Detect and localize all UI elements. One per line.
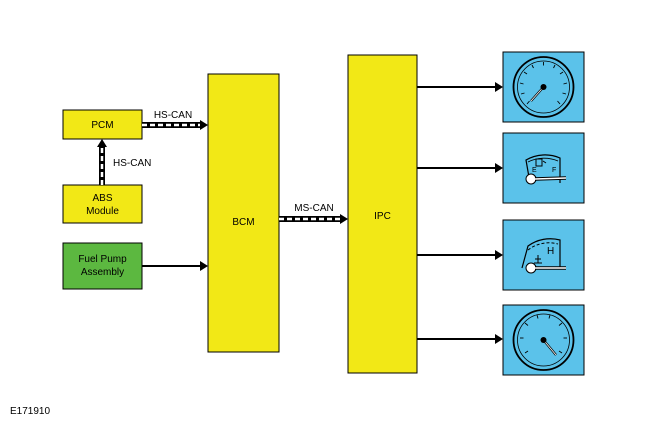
svg-text:E: E (532, 167, 537, 174)
pcm-label: PCM (91, 120, 113, 131)
temperature-high-label: H (547, 246, 554, 257)
abs-pcm-link-label: HS-CAN (113, 158, 151, 169)
figure-id: E171910 (10, 406, 50, 417)
pcm-bcm-hs-can-link: HS-CAN (142, 110, 208, 130)
fuel-label-line2: Assembly (81, 267, 124, 278)
ipc-gauge-links (417, 82, 503, 344)
fuel-pump-bcm-link (142, 261, 208, 271)
tachometer-icon (502, 304, 585, 376)
pcm-bcm-link-label: HS-CAN (154, 110, 192, 121)
bcm-block: BCM (207, 73, 280, 353)
fuel-pump-block: Fuel Pump Assembly (62, 242, 143, 290)
bcm-ipc-ms-can-link: MS-CAN (279, 203, 348, 224)
ipc-label: IPC (374, 211, 391, 222)
abs-module-block: ABS Module (62, 184, 143, 224)
fuel-gauge-icon: F E (502, 132, 585, 204)
bcm-ipc-link-label: MS-CAN (294, 203, 333, 214)
ipc-block: IPC (347, 54, 418, 374)
temperature-gauge-icon: H (502, 219, 585, 291)
abs-label-line1: ABS (92, 193, 112, 204)
svg-text:F: F (552, 167, 556, 174)
pcm-block: PCM (62, 109, 143, 140)
bcm-label: BCM (232, 217, 254, 228)
abs-pcm-hs-can-link: HS-CAN (97, 139, 151, 185)
fuel-label-line1: Fuel Pump (78, 254, 127, 265)
abs-label-line2: Module (86, 206, 119, 217)
speedometer-icon (502, 51, 585, 123)
